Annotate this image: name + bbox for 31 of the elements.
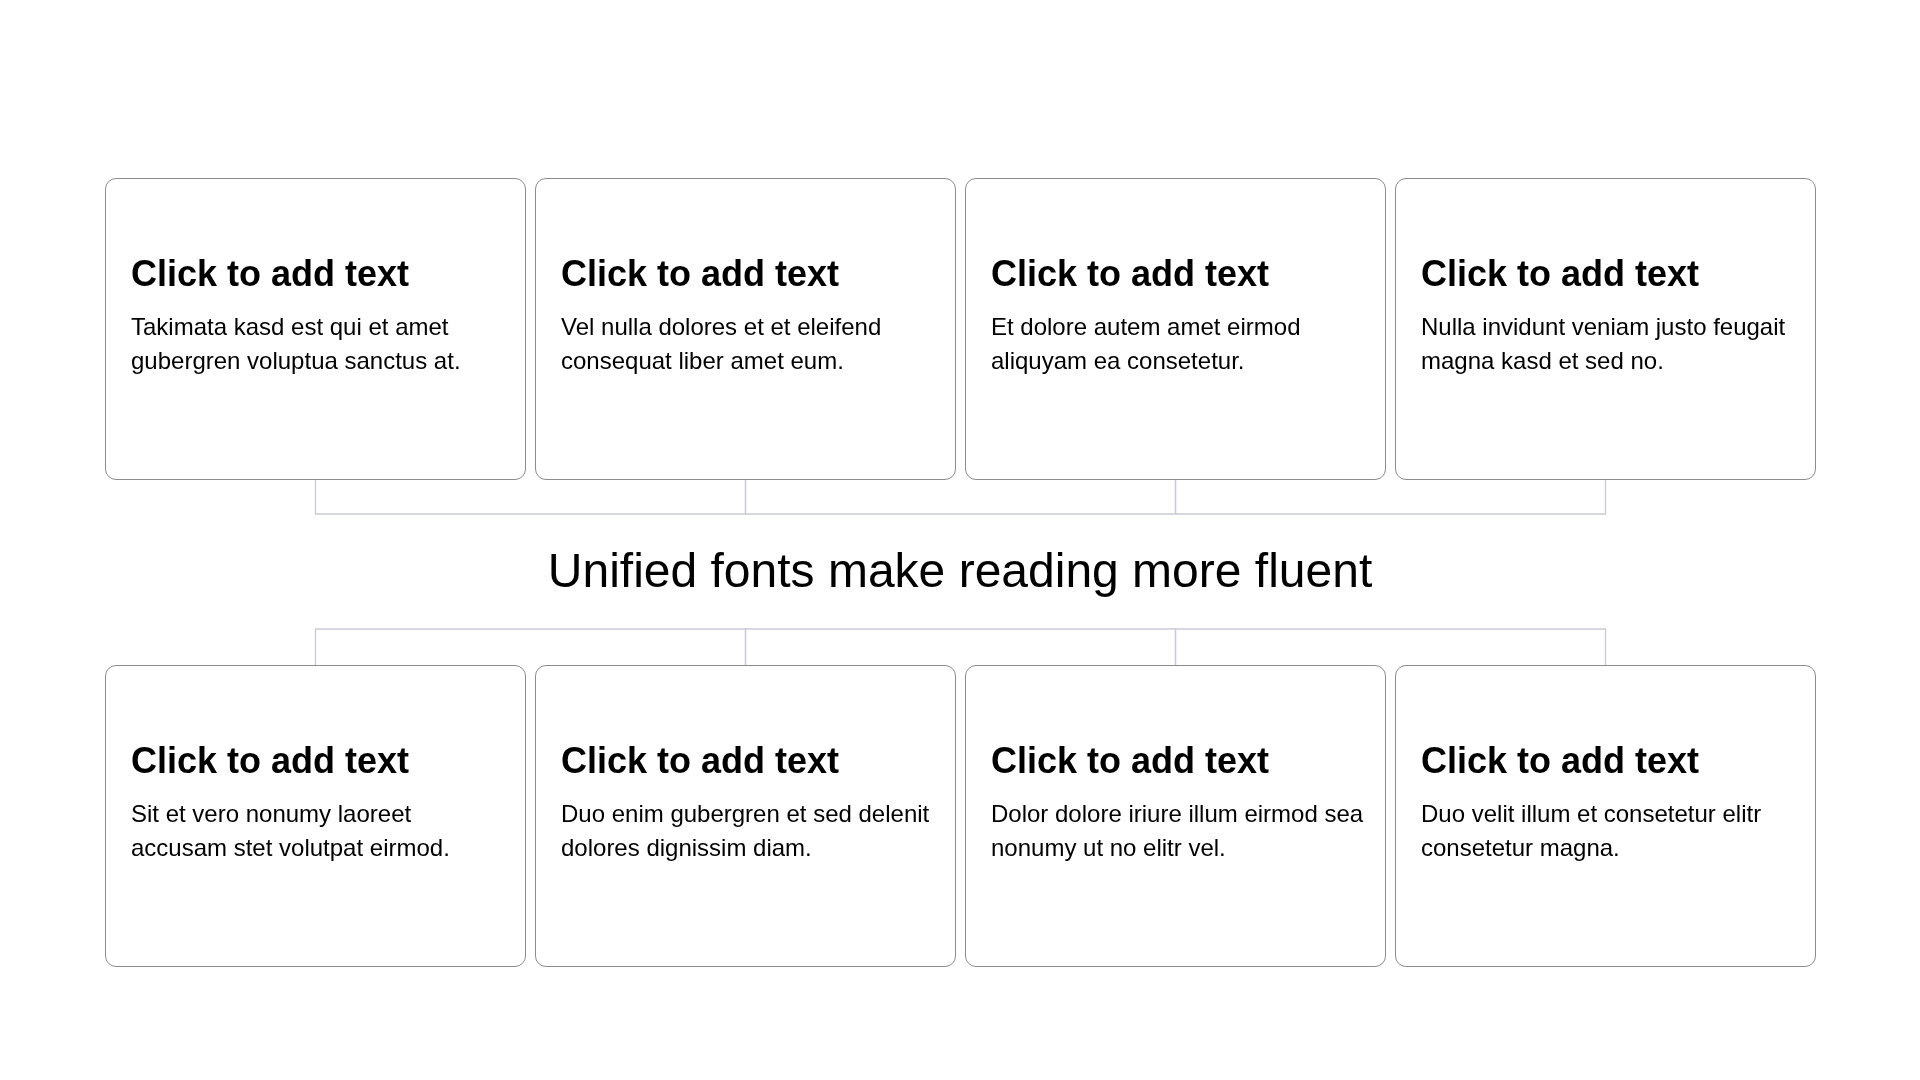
card (965, 665, 1386, 967)
connector-line (744, 628, 1177, 666)
card-text: Nulla invidunt veniam justo feugait magna kasd et sed no. (1421, 312, 1787, 376)
card-heading: Click to add text (131, 252, 410, 296)
card (535, 665, 956, 967)
center-statement: Unified fonts make reading more fluent (547, 543, 1373, 599)
card-text: Et dolore autem amet eirmod aliquyam ea consetetur. (991, 312, 1302, 376)
card-text: Takimata kasd est qui et amet gubergren voluptua sanctus at. (131, 312, 462, 376)
card-heading: Click to add text (991, 739, 1270, 783)
connector-line (744, 479, 1177, 515)
card-text: Duo velit illum et consetetur elitr consetetur magna. (1421, 799, 1763, 863)
card-text: Sit et vero nonumy laoreet accusam stet volutpat eirmod. (131, 799, 451, 863)
card-heading: Click to add text (1421, 739, 1700, 783)
card-text: Vel nulla dolores et et eleifend consequat liber amet eum. (561, 312, 883, 376)
card-heading: Click to add text (561, 739, 840, 783)
card-text: Dolor dolore iriure illum eirmod sea nonumy ut no elitr vel. (991, 799, 1365, 863)
card-heading: Click to add text (991, 252, 1270, 296)
connector-line (314, 628, 747, 666)
card-heading: Click to add text (561, 252, 840, 296)
connector-line (314, 479, 747, 515)
card-text: Duo enim gubergren et sed delenit dolores dignissim diam. (561, 799, 931, 863)
card (1395, 665, 1816, 967)
connector-line (1174, 628, 1607, 666)
card (1395, 178, 1816, 480)
card (105, 178, 526, 480)
connector-line (1174, 479, 1607, 515)
card (965, 178, 1386, 480)
card-heading: Click to add text (1421, 252, 1700, 296)
card-heading: Click to add text (131, 739, 410, 783)
card (535, 178, 956, 480)
card (105, 665, 526, 967)
